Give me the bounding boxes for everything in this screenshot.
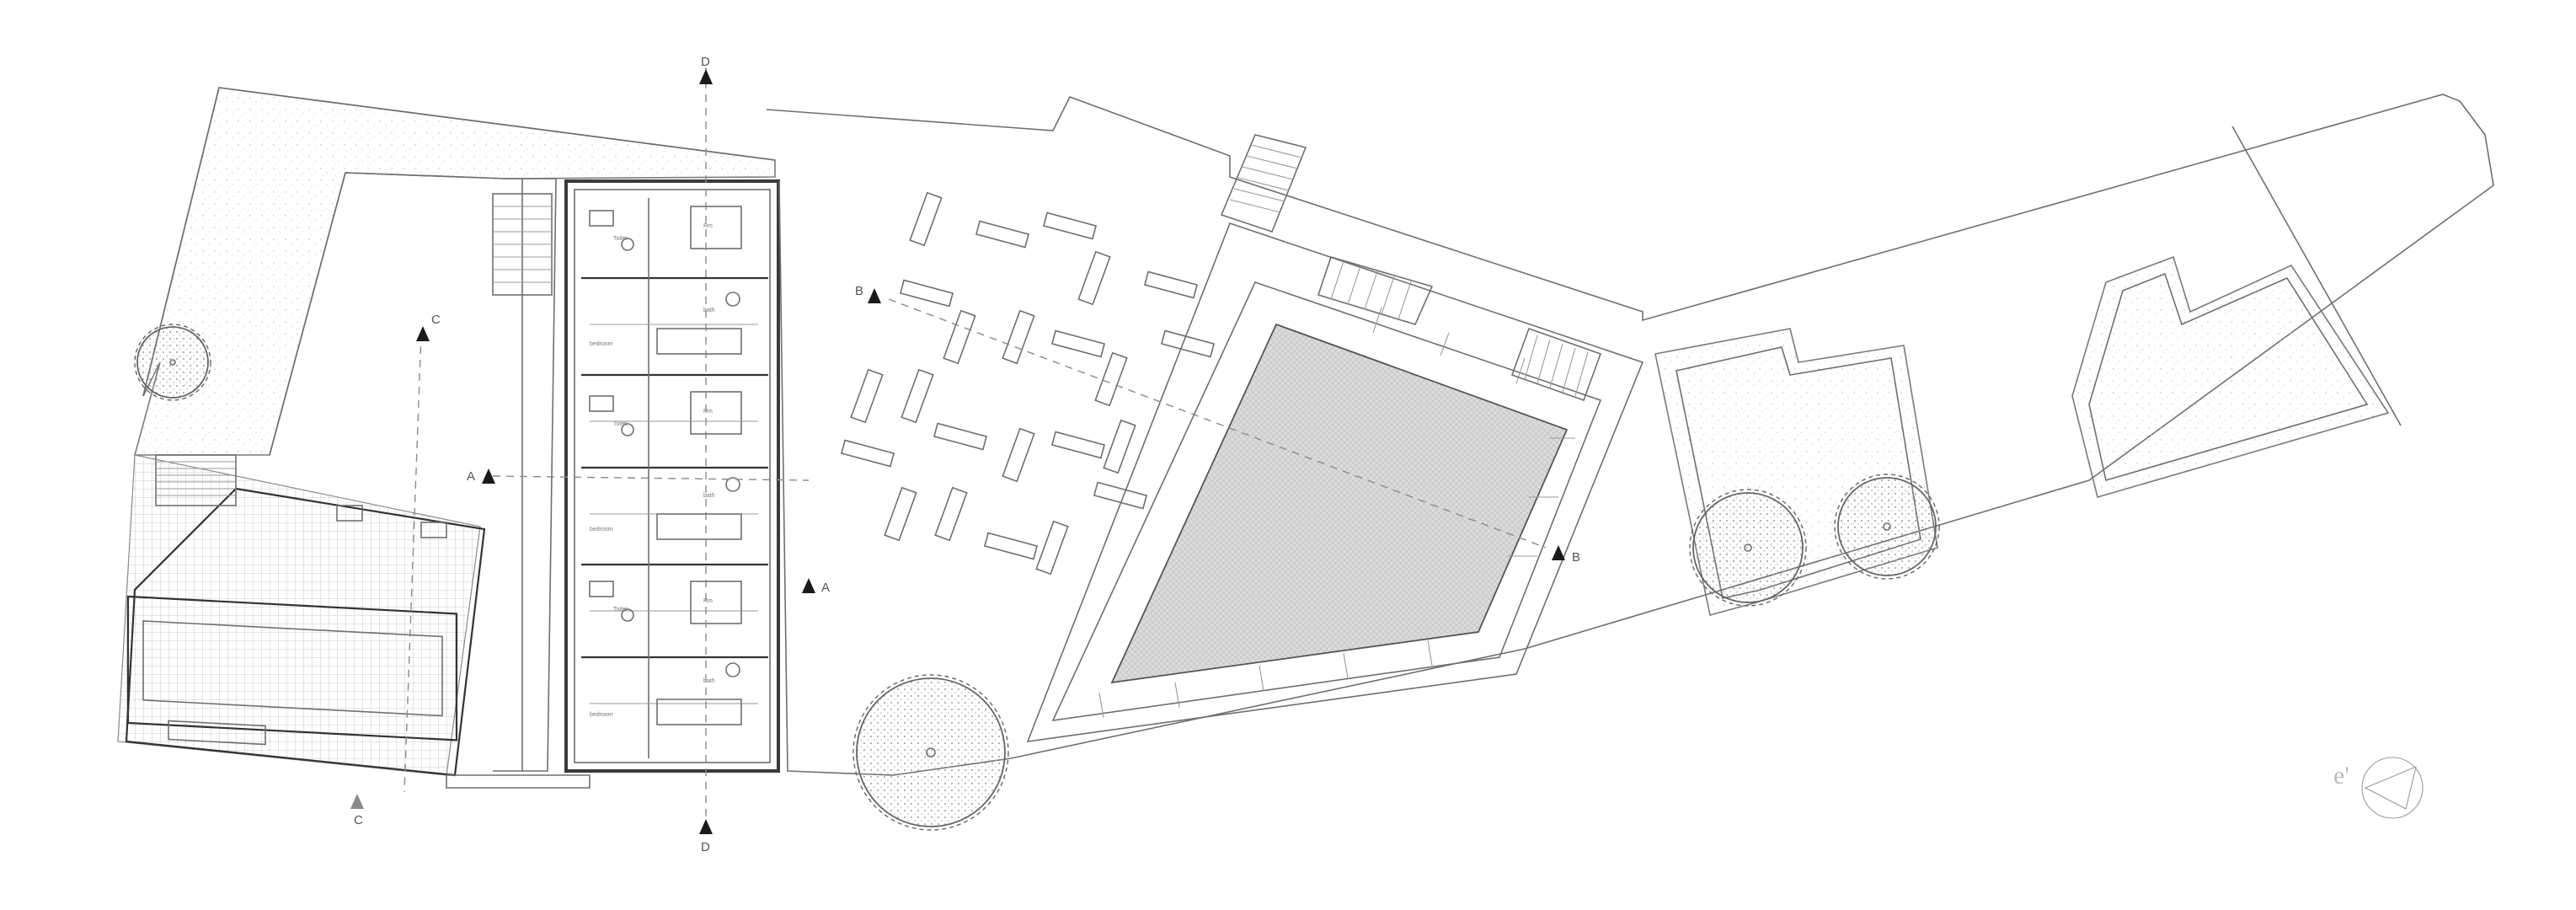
- section-marker-d-bottom: D: [699, 819, 713, 854]
- svg-text:D: D: [701, 55, 710, 69]
- west-ground-area: [133, 87, 776, 456]
- section-cut-a: [492, 475, 810, 481]
- room-label-bath: bath: [703, 308, 715, 313]
- section-marker-b-right: B: [1552, 545, 1580, 565]
- section-marker-a-left: A: [467, 468, 495, 484]
- west-wing: [117, 87, 776, 789]
- corridor: [492, 178, 557, 772]
- plaza-benches: [840, 191, 1216, 575]
- pool-water: [1110, 323, 1569, 684]
- section-cuts: [404, 67, 1547, 834]
- section-marker-a-right: A: [802, 578, 830, 595]
- terrace-seat: [336, 505, 363, 522]
- room-label-room: Rm: [703, 598, 713, 604]
- svg-text:A: A: [467, 469, 475, 484]
- pool-stair-north: [1220, 134, 1307, 233]
- room-label-bedroom: bedroom: [590, 527, 613, 533]
- section-cut-b: [888, 298, 1547, 549]
- trees: [134, 324, 1940, 831]
- room-label-toilet: Toilet: [613, 607, 627, 613]
- west-stairs: [155, 454, 237, 506]
- section-marker-c-bottom: C: [350, 794, 364, 827]
- west-channel-inner: [142, 620, 443, 717]
- guest-room-block: Toilet Toilet Toilet bedroom bedroom bed…: [564, 179, 780, 773]
- svg-text:B: B: [855, 284, 863, 298]
- west-terrace: [117, 454, 481, 776]
- north-arrow-pointer: [2364, 766, 2417, 810]
- east-path-divider: [2231, 126, 2402, 426]
- room-label-bath: bath: [703, 493, 715, 499]
- terrace-seat: [420, 522, 447, 538]
- pool-stair-north-bleachers: [1317, 256, 1434, 325]
- room-label-toilet: Toilet: [613, 421, 627, 427]
- pool-stair-east: [1510, 327, 1602, 402]
- tree-south: [852, 674, 1009, 831]
- pool-deck-outline: [1026, 222, 1644, 742]
- svg-text:C: C: [354, 813, 363, 827]
- section-cut-c: [404, 332, 422, 793]
- garden-plot-east: [2071, 255, 2390, 498]
- tree-garden-left: [1689, 489, 1807, 607]
- pool-complex: [1026, 222, 1644, 742]
- north-stair: [492, 193, 553, 296]
- room-label-bedroom: bedroom: [590, 712, 613, 718]
- west-bench: [168, 720, 266, 746]
- section-markers: A A B B C C D D: [350, 55, 1580, 854]
- north-arrow-label: e': [2333, 762, 2349, 790]
- tree-garden-right: [1834, 474, 1940, 580]
- west-frontage: [446, 774, 591, 789]
- room-label-bath: bath: [703, 678, 715, 684]
- room-label-room: Rm: [703, 409, 713, 415]
- pool-deck-inner: [1051, 281, 1602, 721]
- room-label-bedroom: bedroom: [590, 341, 613, 347]
- room-fixtures: [589, 206, 742, 725]
- room-label-toilet: Toilet: [613, 236, 627, 242]
- north-arrow-circle: [2361, 757, 2424, 819]
- north-arrow: e': [2333, 757, 2424, 819]
- section-marker-b-left: B: [855, 284, 881, 303]
- tree-west: [134, 324, 211, 401]
- svg-text:B: B: [1572, 550, 1580, 565]
- west-ground-outline: [142, 87, 776, 456]
- svg-text:C: C: [431, 313, 441, 327]
- room-block-wall: [564, 179, 780, 773]
- section-marker-c-top: C: [416, 313, 441, 341]
- west-channel-outer: [126, 595, 458, 741]
- svg-text:D: D: [701, 840, 710, 854]
- section-marker-d-top: D: [699, 55, 713, 84]
- room-label-room: Rm: [703, 223, 713, 229]
- svg-text:A: A: [821, 581, 830, 595]
- pool-perimeter-cells: [1098, 307, 1575, 719]
